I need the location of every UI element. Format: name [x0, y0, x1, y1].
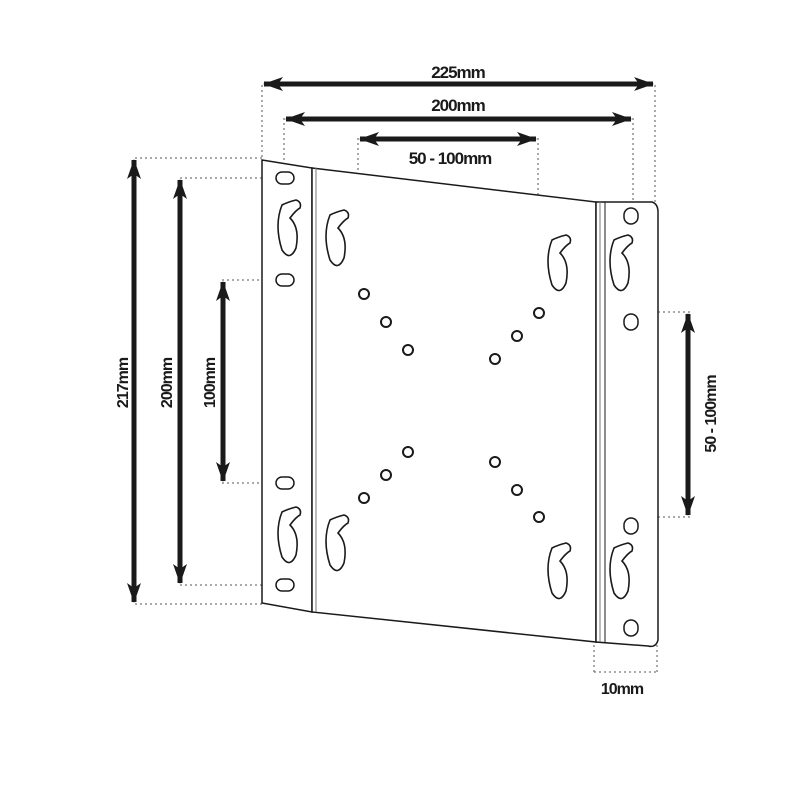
label-slot-height: 100mm [202, 357, 219, 408]
vesa-holes [358, 288, 545, 523]
label-overall-width: 225mm [431, 63, 485, 82]
dimension-labels: 225mm 200mm 50 - 100mm 217mm 200mm 100mm… [115, 63, 720, 698]
bracket-plate [261, 159, 659, 648]
label-rail-depth: 10mm [601, 681, 644, 698]
label-vesa-vertical: 50 - 100mm [703, 375, 720, 453]
keyhole-slots [277, 199, 634, 600]
dimension-arrows [127, 77, 695, 603]
label-rail-height: 200mm [159, 357, 176, 408]
mounting-slots [275, 171, 639, 637]
label-vesa-horizontal: 50 - 100mm [409, 149, 492, 168]
label-rail-width: 200mm [431, 96, 485, 115]
label-overall-height: 217mm [115, 357, 132, 408]
